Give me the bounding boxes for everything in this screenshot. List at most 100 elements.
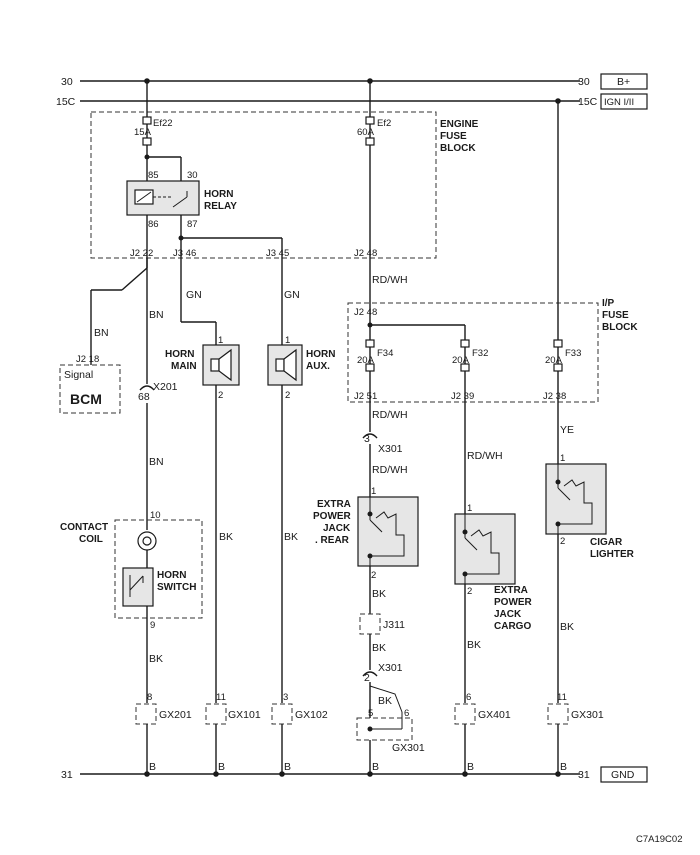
wire-rdwh-4: RD/WH [467,450,503,462]
battery-rail: 30 30 B+ [61,73,648,90]
gx201-b: B [149,761,156,773]
wire-bk-5: BK [372,642,386,654]
gx301-label: GX301 [392,742,425,754]
cigar-label-1: CIGAR [590,537,623,548]
gx301b-b: B [560,761,567,773]
gx301-b: B [372,761,379,773]
horn-main-column: GN 1 HORN MAIN 2 BK 11 GX101 B [165,258,261,774]
x201-label: X201 [153,381,178,393]
wire-bk-4: BK [372,588,386,600]
wire-bk-7: BK [560,621,574,633]
x301-b-pin: 2 [364,672,370,684]
ef2-fuse-name: Ef2 [377,118,391,129]
bcm-name: BCM [70,391,102,407]
relay-pin-85: 85 [148,170,159,181]
engine-fuse-block-label-3: BLOCK [440,143,476,154]
jack-rear-label-3: JACK [323,523,351,534]
gx301b-label: GX301 [571,709,604,721]
wire-gn-1: GN [186,289,202,301]
gx201-pin: 8 [147,692,152,703]
bcm-signal-label: Signal [64,369,93,381]
rail-30-left-label: 30 [61,76,73,88]
rail-15c-right-label: 15C [578,96,598,108]
ignition-rail: 15C 15C IGN I/II [56,93,648,110]
gx102-b: B [284,761,291,773]
horn-switch-column: BN X201 68 BN 10 CONTACT COIL HORN SWITC… [60,258,203,774]
jack-cargo-label-3: JACK [494,609,522,620]
gnd-tag: GND [611,769,635,781]
cigar-label-2: LIGHTER [590,549,635,560]
figure-code: C7A19C02 [636,834,682,845]
contact-coil-label-1: CONTACT [60,522,108,533]
cigar-pin2: 2 [560,536,565,547]
x301-a-label: X301 [378,443,403,455]
wire-bn-2: BN [149,309,164,321]
f32-name: F32 [472,348,488,359]
gx401-b: B [467,761,474,773]
horn-switch-label-1: HORN [157,570,186,581]
f34-name: F34 [377,348,393,359]
gx301-pin5: 5 [368,708,373,719]
horn-main-pin2: 2 [218,390,223,401]
relay-pin-87: 87 [187,219,198,230]
j311-label: J311 [383,619,405,631]
horn-relay: 85 30 86 87 HORN RELAY [126,170,237,230]
wire-bk-2: BK [219,531,233,543]
ign-tag: IGN I/II [604,97,634,108]
f34-rating: 20A [357,355,375,366]
horn-aux-label-1: HORN [306,349,335,360]
jack-cargo-pin1: 1 [467,503,472,514]
gx102-label: GX102 [295,709,328,721]
coil-pin-9: 9 [150,620,155,631]
f33-name: F33 [565,348,581,359]
jack-rear-label-2: POWER [313,511,352,522]
cigar-lighter-column: YE 1 CIGAR LIGHTER 2 BK 11 GX301 B [545,402,635,774]
b-plus-tag: B+ [617,76,630,88]
rail-15c-left-label: 15C [56,96,76,108]
wire-rdwh-3: RD/WH [372,464,408,476]
horn-switch-label-2: SWITCH [157,582,196,593]
gx301b-pin: 11 [557,692,567,703]
ip-fuse-block-label-3: BLOCK [602,322,638,333]
f32-rating: 20A [452,355,470,366]
engine-fuse-block: ENGINE FUSE BLOCK Ef22 15A Ef2 60A 85 [90,81,479,259]
ip-fuse-block-label-1: I/P [602,298,615,309]
x301-b-label: X301 [378,662,403,674]
jack-cargo-column: RD/WH 1 EXTRA POWER JACK CARGO 2 BK 6 GX… [454,402,533,774]
gx301-pin6: 6 [404,708,409,719]
horn-relay-label-2: RELAY [204,201,237,212]
gx401-label: GX401 [478,709,511,721]
bcm-branch: BN J2 18 Signal BCM [59,258,148,414]
coil-pin-10: 10 [150,510,161,521]
horn-main-pin1: 1 [218,335,223,346]
rail-31-left-label: 31 [61,769,73,781]
ip-in-pin: J2 48 [354,307,377,318]
gx102-pin: 3 [283,692,288,703]
gx201-label: GX201 [159,709,192,721]
wire-bk-6: BK [467,639,481,651]
ef22-fuse-rating: 15A [134,127,152,138]
x301-a-pin: 3 [364,433,370,445]
rail-30-right-label: 30 [578,76,590,88]
wire-ye: YE [560,424,574,436]
f33-pin: J2 38 [543,391,566,402]
jack-rear-label-1: EXTRA [317,499,351,510]
rail-31-right-label: 31 [578,769,590,781]
wire-rdwh-2: RD/WH [372,409,408,421]
jack-cargo-pin2: 2 [467,586,472,597]
wire-bk-1: BK [149,653,163,665]
ef2-fuse-rating: 60A [357,127,375,138]
gx101-pin: 11 [216,692,226,703]
horn-aux-label-2: AUX. [306,361,330,372]
jack-rear-pin1: 1 [371,486,376,497]
wire-rdwh-1: RD/WH [372,274,408,286]
f33-rating: 20A [545,355,563,366]
ef22-fuse-name: Ef22 [153,118,173,129]
jack-rear-label-4: . REAR [315,535,350,546]
jack-cargo-label-4: CARGO [494,621,531,632]
ip-fuse-block-label-2: FUSE [602,310,629,321]
gx101-b: B [218,761,225,773]
horn-main-label-1: HORN [165,349,194,360]
wire-gn-2: GN [284,289,300,301]
bcm-pin: J2 18 [76,354,99,365]
